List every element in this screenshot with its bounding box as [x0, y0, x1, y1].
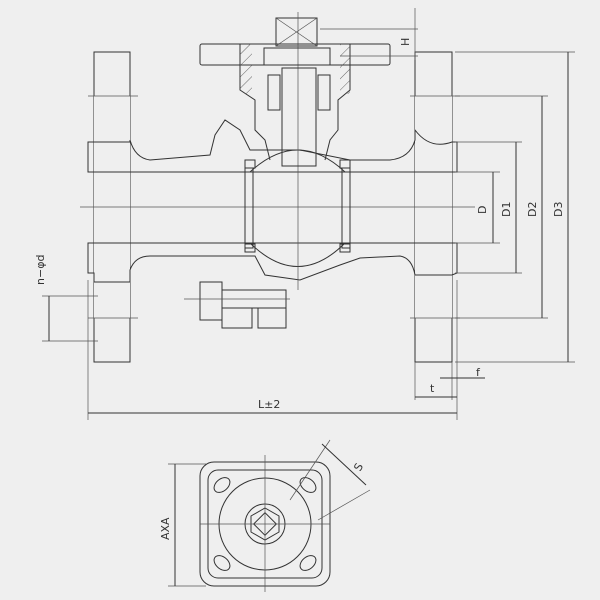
- ball: [244, 149, 351, 267]
- dim-label-length: L±2: [258, 398, 280, 411]
- dimensions: [42, 8, 575, 420]
- dim-label-d1: D1: [500, 202, 513, 217]
- mounting-pad-view: [168, 439, 371, 592]
- dim-label-h: H: [399, 38, 412, 46]
- dim-label-d: D: [476, 206, 489, 214]
- stem-assembly: [199, 12, 391, 290]
- dim-label-d3: D3: [552, 202, 565, 217]
- dim-label-bolt-holes: n−φd: [34, 255, 47, 285]
- body-bolt: [184, 281, 290, 329]
- handle-plate: [199, 43, 391, 66]
- dim-label-s: S: [351, 461, 366, 474]
- dim-label-axa: AXA: [159, 517, 172, 540]
- dim-label-f: f: [476, 366, 481, 379]
- dim-label-d2: D2: [526, 202, 539, 217]
- dim-label-t: t: [430, 382, 435, 395]
